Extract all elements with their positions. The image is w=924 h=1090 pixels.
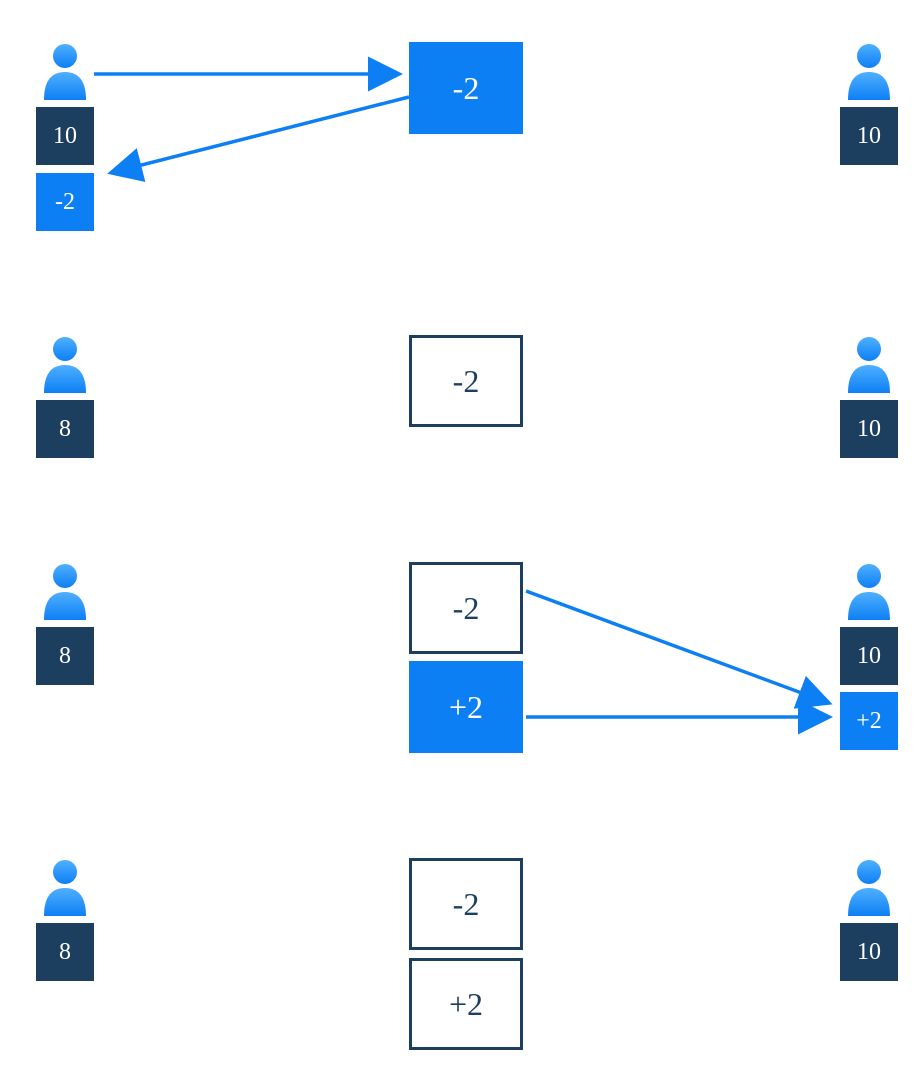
left-person-icon <box>36 858 94 918</box>
left-person-icon <box>36 42 94 102</box>
left-balance: 8 <box>36 627 94 685</box>
left-delta-badge: -2 <box>36 173 94 231</box>
left-balance: 8 <box>36 923 94 981</box>
right-balance: 10 <box>840 107 898 165</box>
right-person-icon <box>840 335 898 395</box>
right-balance: 10 <box>840 400 898 458</box>
operation-box: -2 <box>409 42 523 134</box>
left-balance: 8 <box>36 400 94 458</box>
right-person-icon <box>840 858 898 918</box>
operation-box: -2 <box>409 858 523 950</box>
right-person-icon <box>840 42 898 102</box>
operation-box: -2 <box>409 335 523 427</box>
arrow-op-to-right-delta <box>525 589 833 709</box>
right-delta-badge: +2 <box>840 692 898 750</box>
right-balance: 10 <box>840 923 898 981</box>
left-balance: 10 <box>36 107 94 165</box>
left-person-icon <box>36 335 94 395</box>
right-person-icon <box>840 562 898 622</box>
operation-box: +2 <box>409 958 523 1050</box>
arrow-op-to-left-delta <box>107 95 410 183</box>
left-person-icon <box>36 562 94 622</box>
right-balance: 10 <box>840 627 898 685</box>
operation-box: -2 <box>409 562 523 654</box>
operation-box: +2 <box>409 661 523 753</box>
